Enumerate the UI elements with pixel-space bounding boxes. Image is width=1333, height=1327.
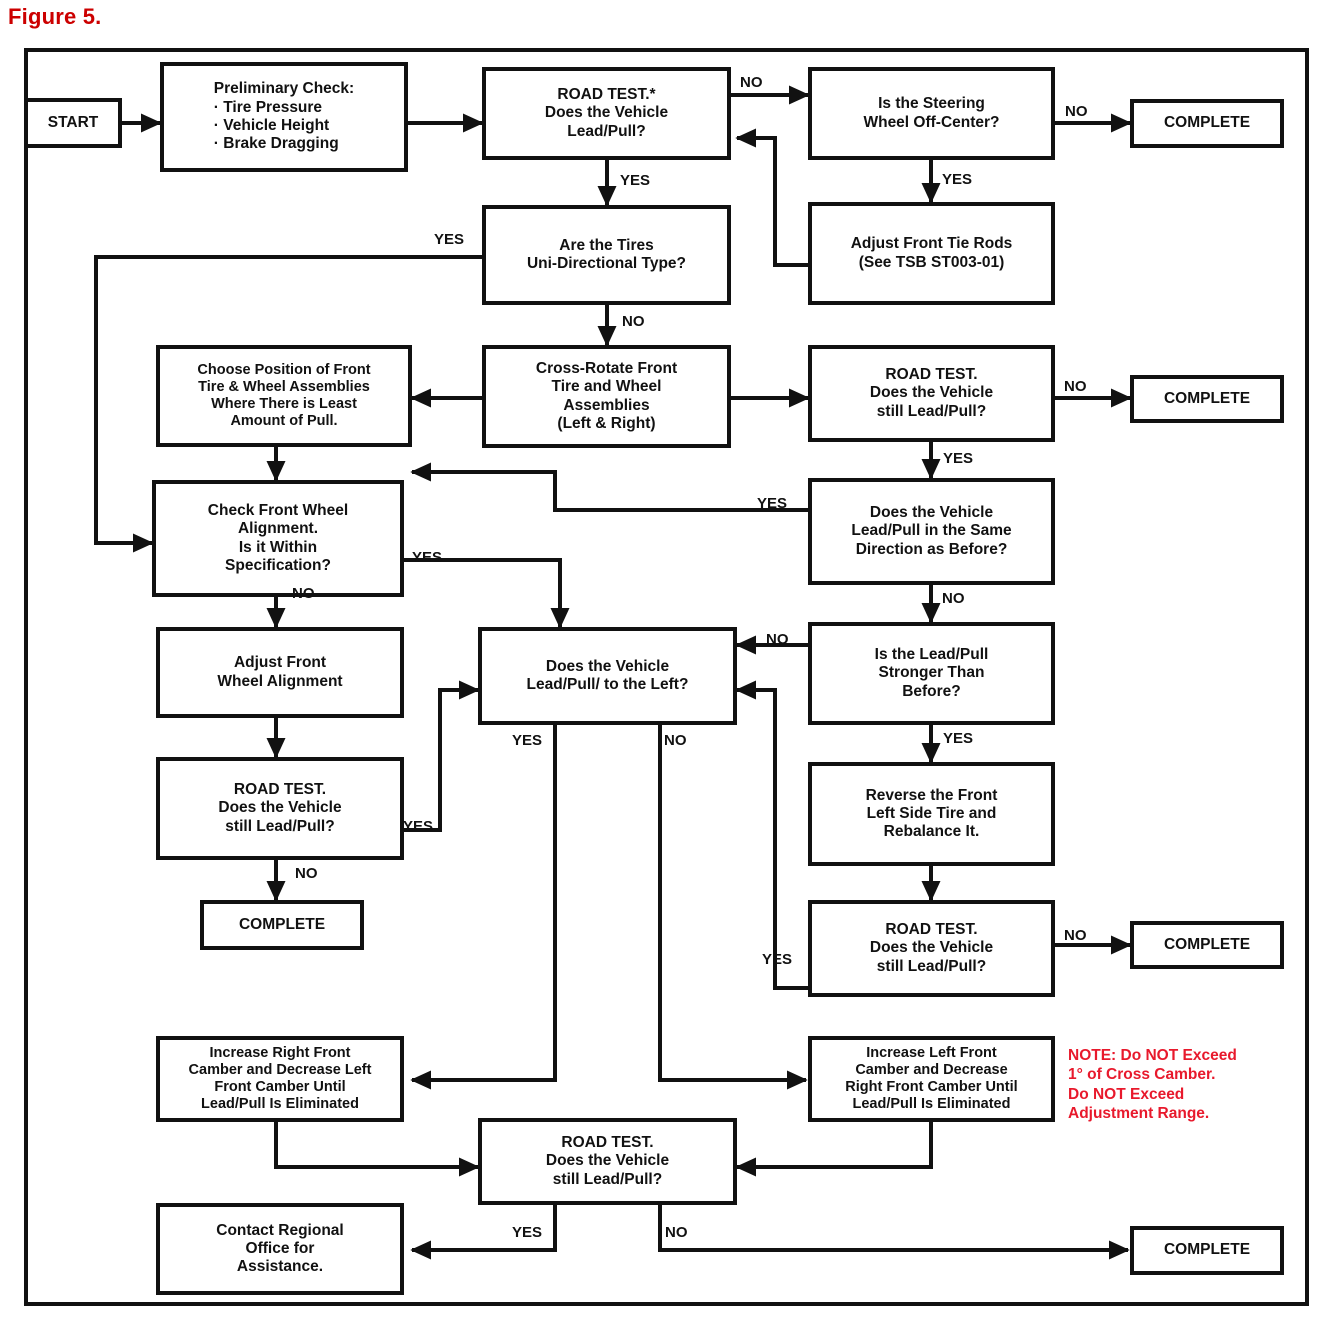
- node-lead-pull-to-the-left[interactable]: Does the Vehicle Lead/Pull/ to the Left?: [478, 627, 737, 725]
- edge-label-roadtest3-no: NO: [1064, 927, 1087, 944]
- edge-label-stronger-no: NO: [766, 631, 789, 648]
- edge-label-roadtest2-yes: YES: [943, 450, 974, 467]
- node-complete-5[interactable]: COMPLETE: [1130, 1226, 1284, 1275]
- node-increase-left-front-camber[interactable]: Increase Left Front Camber and Decrease …: [808, 1036, 1055, 1122]
- edge-label-leadleft-yes: YES: [512, 732, 543, 749]
- node-lead-pull-stronger[interactable]: Is the Lead/Pull Stronger Than Before?: [808, 622, 1055, 725]
- edge-label-checkalign-no: NO: [292, 585, 315, 602]
- edge-label-stronger-yes: YES: [943, 730, 974, 747]
- edge-label-steering-yes: YES: [942, 171, 973, 188]
- node-steering-off-center[interactable]: Is the Steering Wheel Off-Center?: [808, 67, 1055, 160]
- node-road-test-4[interactable]: ROAD TEST. Does the Vehicle still Lead/P…: [156, 757, 404, 860]
- node-complete-3[interactable]: COMPLETE: [1130, 921, 1284, 969]
- edge-label-samedir-yes: YES: [757, 495, 788, 512]
- edge-label-unidir-no: NO: [622, 313, 645, 330]
- node-same-direction-as-before[interactable]: Does the Vehicle Lead/Pull in the Same D…: [808, 478, 1055, 585]
- node-choose-position[interactable]: Choose Position of Front Tire & Wheel As…: [156, 345, 412, 447]
- node-preliminary-check[interactable]: Preliminary Check: · Tire Pressure · Veh…: [160, 62, 408, 172]
- edge-label-roadtest1-no: NO: [740, 74, 763, 91]
- node-complete-4[interactable]: COMPLETE: [200, 900, 364, 950]
- edge-label-roadtest1-yes: YES: [620, 172, 651, 189]
- edge-label-roadtest3-yes: YES: [762, 951, 793, 968]
- node-cross-rotate[interactable]: Cross-Rotate Front Tire and Wheel Assemb…: [482, 345, 731, 448]
- edge-label-roadtest2-no: NO: [1064, 378, 1087, 395]
- node-tires-uni-directional[interactable]: Are the Tires Uni-Directional Type?: [482, 205, 731, 305]
- node-start[interactable]: START: [24, 98, 122, 148]
- edge-label-unidir-yes: YES: [434, 231, 465, 248]
- node-adjust-tie-rods[interactable]: Adjust Front Tie Rods (See TSB ST003-01): [808, 202, 1055, 305]
- node-road-test-1[interactable]: ROAD TEST.* Does the Vehicle Lead/Pull?: [482, 67, 731, 160]
- node-road-test-3[interactable]: ROAD TEST. Does the Vehicle still Lead/P…: [808, 900, 1055, 997]
- camber-warning-note: NOTE: Do NOT Exceed 1° of Cross Camber. …: [1068, 1047, 1237, 1123]
- edge-label-steering-no: NO: [1065, 103, 1088, 120]
- diagram-frame: [24, 48, 1309, 1306]
- node-complete-2[interactable]: COMPLETE: [1130, 375, 1284, 423]
- edge-label-roadtest4-no: NO: [295, 865, 318, 882]
- node-check-front-wheel-alignment[interactable]: Check Front Wheel Alignment. Is it Withi…: [152, 480, 404, 597]
- edge-label-checkalign-yes: YES: [412, 549, 443, 566]
- edge-label-roadtest5-no: NO: [665, 1224, 688, 1241]
- node-reverse-front-left-tire[interactable]: Reverse the Front Left Side Tire and Reb…: [808, 762, 1055, 866]
- edge-label-samedir-no: NO: [942, 590, 965, 607]
- node-complete-1[interactable]: COMPLETE: [1130, 99, 1284, 148]
- edge-label-roadtest4-yes: YES: [403, 818, 434, 835]
- node-road-test-2[interactable]: ROAD TEST. Does the Vehicle still Lead/P…: [808, 345, 1055, 442]
- node-adjust-front-wheel-alignment[interactable]: Adjust Front Wheel Alignment: [156, 627, 404, 718]
- node-contact-regional-office[interactable]: Contact Regional Office for Assistance.: [156, 1203, 404, 1295]
- node-road-test-5[interactable]: ROAD TEST. Does the Vehicle still Lead/P…: [478, 1118, 737, 1205]
- edge-label-leadleft-no: NO: [664, 732, 687, 749]
- edge-label-roadtest5-yes: YES: [512, 1224, 543, 1241]
- figure-caption: Figure 5.: [8, 4, 102, 29]
- node-increase-right-front-camber[interactable]: Increase Right Front Camber and Decrease…: [156, 1036, 404, 1122]
